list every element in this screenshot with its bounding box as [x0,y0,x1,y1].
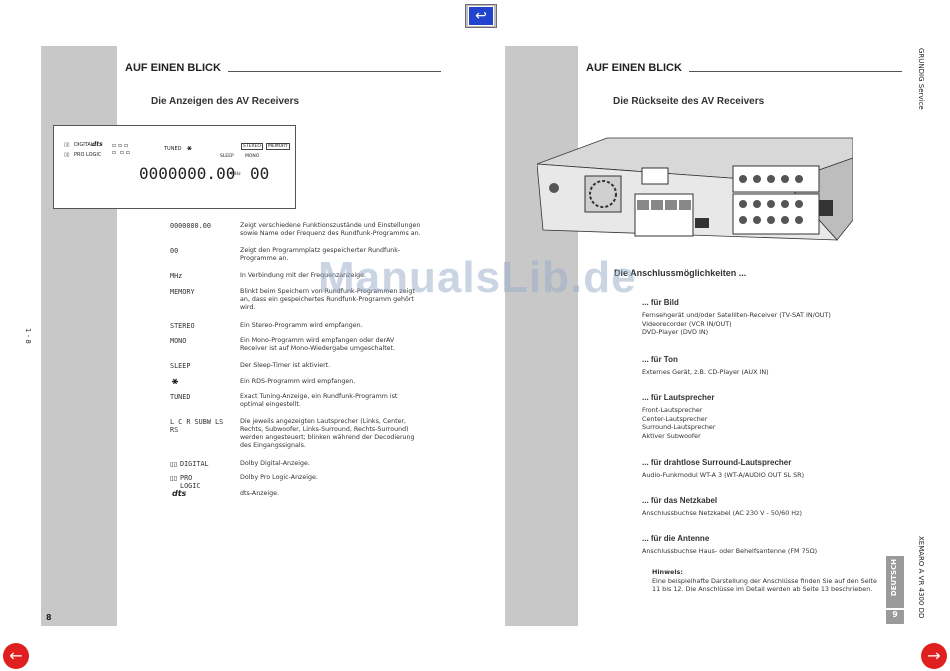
display-mhz: MHz [231,172,241,177]
group-title: ... für Bild [642,298,679,307]
group-line: DVD-Player (DVD IN) [642,328,709,336]
language-tab-label: DEUTSCH [890,559,898,597]
group-line: Aktiver Subwoofer [642,431,701,440]
receiver-back-illustration [537,137,853,241]
display-digital: DIGITAL [74,142,94,148]
left-heading-rule [228,71,441,72]
right-subheading: Die Rückseite des AV Receivers [613,96,765,107]
display-mono: MONO [245,154,260,159]
group-title: ... für drahtlose Surround-Lautsprecher [642,458,792,467]
left-subheading: Die Anzeigen des AV Receivers [151,96,300,107]
left-side-label: 1 - 8 [24,328,32,344]
dolby-icon: ▯▯ [64,142,70,148]
group-line: Externes Gerät, z.B. CD-Player (AUX IN) [642,368,769,376]
connection-group: ... für drahtlose Surround-Lautsprecher … [642,458,882,480]
display-preset: 00 [250,164,270,183]
item-term: TUNED [170,393,191,401]
hint-text: Eine beispielhafte Darstellung der Ansch… [652,576,877,594]
item-desc: In Verbindung mit der Frequenzanzeige. [240,272,366,279]
group-title: ... für Lautsprecher [642,393,715,402]
group-title: ... für das Netzkabel [642,496,718,505]
item-desc: Ein RDS-Programm wird empfangen. [240,378,356,385]
connections-title: Die Anschlussmöglichkeiten ... [614,268,747,278]
group-title: ... für die Antenne [642,534,710,543]
right-page-number-text: 9 [892,610,898,619]
speaker-indicators-icon: ▫ ▫ ▫▫ ▫ ▫ [112,142,130,156]
hint-box: Hinweis: Eine beispielhafte Darstellung … [652,568,880,594]
dts-logo-icon: dts [92,141,103,148]
group-line: Center-Lautsprecher [642,414,708,423]
item-term: STEREO [170,322,195,330]
dts-logo-icon: dts [172,489,187,498]
dolby-icon: ▯▯ [170,460,178,468]
rds-icon: ⚹ [172,376,178,387]
group-line: Videorecorder (VCR IN/OUT) [642,319,732,328]
display-illustration: ▯▯ DIGITAL dts ▯▯ PRO LOGIC ▫ ▫ ▫▫ ▫ ▫ T… [53,125,296,209]
display-memory: MEMORY [266,143,290,150]
item-desc: Der Sleep-Timer ist aktiviert. [240,362,331,369]
left-page-number: 8 [46,613,52,622]
item-term: PRO LOGIC [180,474,201,490]
item-desc: dts-Anzeige. [240,490,279,497]
return-arrow-icon: ↩ [468,6,494,26]
group-line: Front-Lautsprecher [642,406,703,414]
connection-group: ... für Bild Fernsehgerät und/oder Satel… [642,298,882,337]
item-desc: Zeigt verschiedene Funktionszustände und… [240,222,421,237]
next-page-button[interactable]: → [921,643,947,669]
item-desc: Dolby Pro Logic-Anzeige. [240,474,318,481]
watermark: ManualsLib.de [318,253,637,302]
item-term: DIGITAL [180,460,209,468]
right-gutter [505,46,578,626]
back-button[interactable]: ↩ [465,4,497,28]
item-term: MEMORY [170,288,195,296]
item-desc: Die jeweils angezeigten Lautsprecher (Li… [240,418,415,449]
item-term: MONO [170,337,187,345]
group-line: Anschlussbuchse Netzkabel (AC 230 V - 50… [642,509,802,517]
left-heading: AUF EINEN BLICK [125,62,221,74]
arrow-right-icon: → [927,646,941,665]
language-tab: DEUTSCH [886,556,904,608]
right-page-number: 9 [886,610,904,624]
dolby-icon: ▯▯ [64,152,70,158]
item-term: 00 [170,247,179,255]
hint-title: Hinweis: [652,568,683,576]
group-title: ... für Ton [642,355,678,364]
arrow-left-icon: ← [9,646,23,665]
item-desc: Ein Mono-Programm wird empfangen oder de… [240,337,396,352]
group-line: Audio-Funkmodul WT-A 3 (WT-A/AUDIO OUT S… [642,471,805,479]
previous-page-button[interactable]: ← [3,643,29,669]
connection-group: ... für die Antenne Anschlussbuchse Haus… [642,534,882,556]
item-term: SLEEP [170,362,191,370]
connection-group: ... für das Netzkabel Anschlussbuchse Ne… [642,496,882,518]
item-desc: Ein Stereo-Programm wird empfangen. [240,322,363,329]
display-tuned: TUNED [164,146,182,152]
group-line: Surround-Lautsprecher [642,423,716,431]
item-term: MHz [170,272,183,280]
item-term: L C R SUBW LS RS [170,418,224,434]
right-heading: AUF EINEN BLICK [586,62,682,74]
connection-group: ... für Ton Externes Gerät, z.B. CD-Play… [642,355,882,377]
right-heading-rule [689,71,902,72]
item-desc: Zeigt den Programmplatz gespeicherter Ru… [240,247,401,262]
display-stereo: STEREO [241,143,263,150]
item-desc: Dolby Digital-Anzeige. [240,460,310,467]
group-line: Anschlussbuchse Haus- oder Behelfsantenn… [642,547,818,555]
connection-group: ... für Lautsprecher Front-Lautsprecher … [642,393,882,440]
group-line: Fernsehgerät und/oder Satelliten-Receive… [642,311,831,319]
rds-icon: ⚹ [187,143,192,152]
right-side-top: GRUNDIG Service [917,48,925,110]
item-desc: Exact Tuning-Anzeige, ein Rundfunk-Progr… [240,393,398,408]
dolby-icon: ▯▯ [170,474,178,482]
right-side-bottom: XEMARO A VR 4300 DD [917,536,925,619]
display-pro-logic: PRO LOGIC [74,152,102,158]
item-desc: Blinkt beim Speichern von Rundfunk-Progr… [240,288,415,311]
display-frequency: 0000000.00 [139,164,236,183]
display-sleep: SLEEP [220,154,234,159]
item-term: 0000000.00 [170,222,211,230]
